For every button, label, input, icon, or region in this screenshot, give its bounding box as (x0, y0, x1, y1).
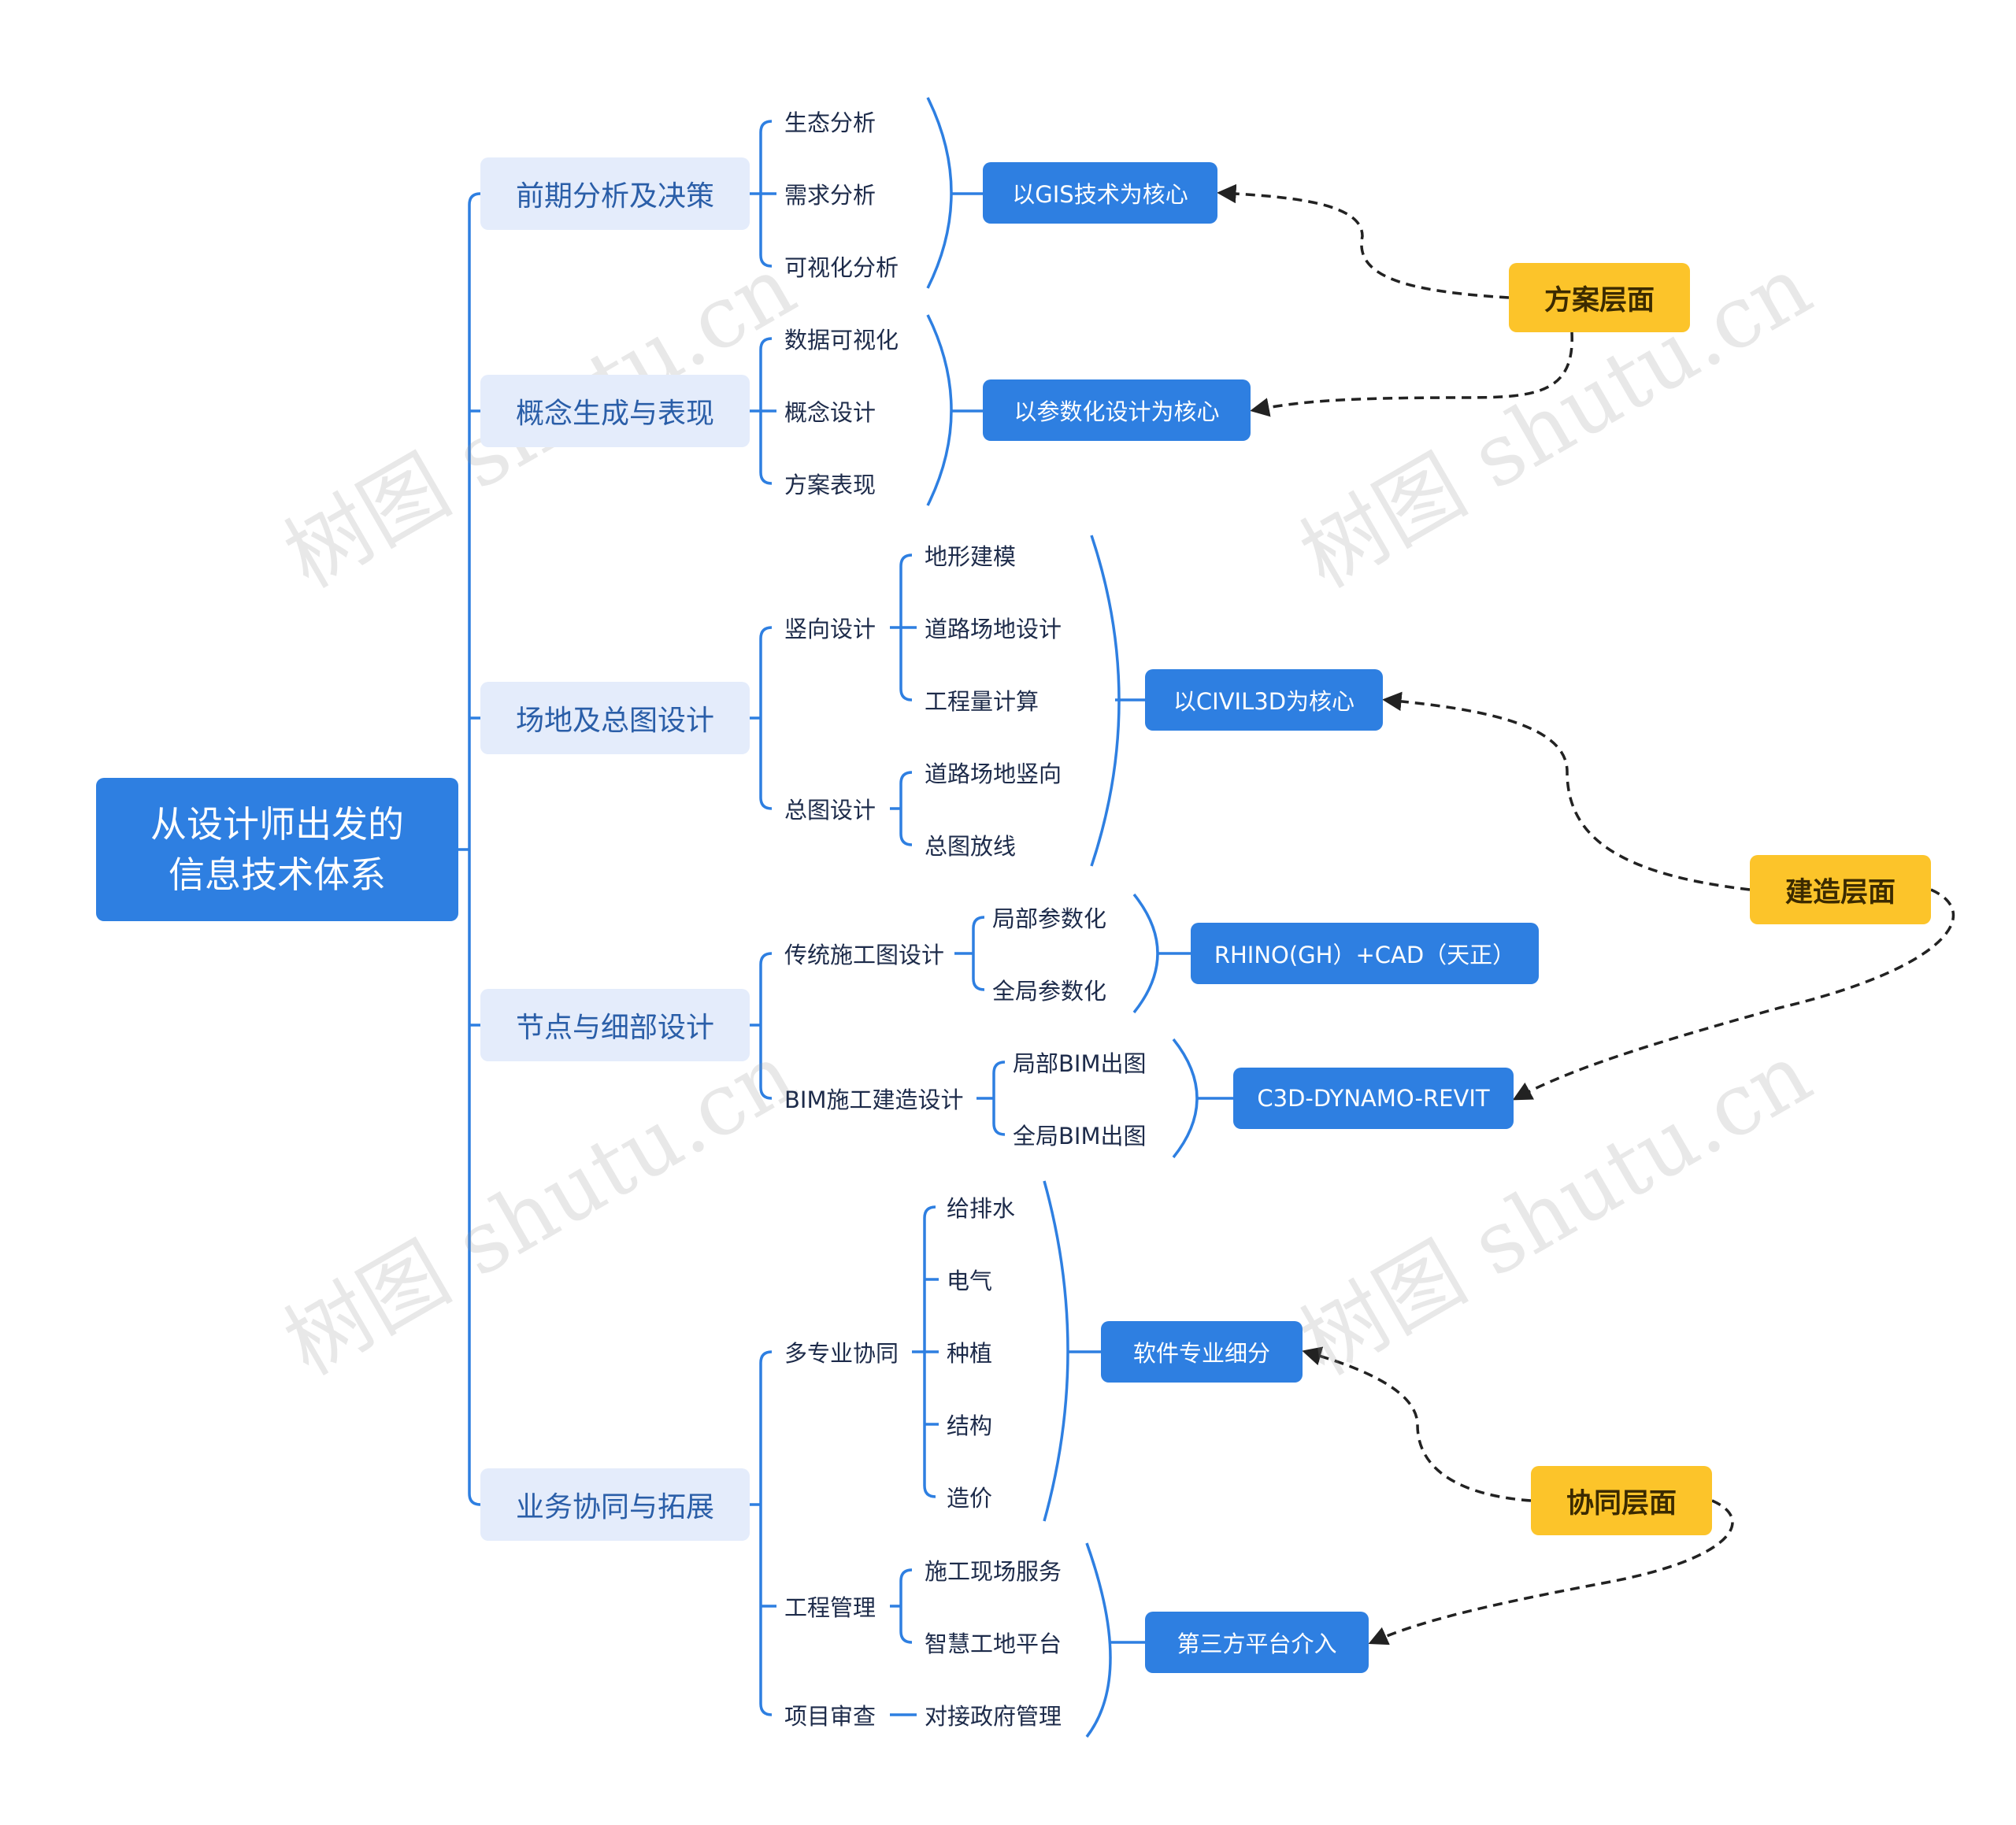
leaf-global-param[interactable]: 全局参数化 (992, 978, 1107, 1005)
leaf-local-param[interactable]: 局部参数化 (992, 905, 1107, 932)
b2g1-bracket-bar (899, 771, 913, 846)
leaf-scheme-present[interactable]: 方案表现 (784, 472, 876, 498)
leaf-water[interactable]: 给排水 (947, 1195, 1016, 1222)
group-vertical-design[interactable]: 竖向设计 (784, 616, 876, 642)
leaf-layout-stakeout[interactable]: 总图放线 (925, 833, 1017, 860)
branch-analysis[interactable]: 前期分析及决策 (480, 157, 750, 230)
group-bim-construction[interactable]: BIM施工建造设计 (784, 1086, 964, 1113)
rel-plan-param (1250, 331, 1573, 417)
summary-third-party[interactable]: 第三方平台介入 (1145, 1612, 1369, 1673)
group-project-review[interactable]: 项目审查 (784, 1703, 876, 1730)
summary-software[interactable]: 软件专业细分 (1101, 1321, 1303, 1383)
leaf-gov-mgmt[interactable]: 对接政府管理 (925, 1703, 1062, 1730)
leaf-planting[interactable]: 种植 (947, 1340, 993, 1367)
leaf-concept-design[interactable]: 概念设计 (784, 399, 876, 426)
b2-bracket-bar (759, 626, 773, 810)
rel-plan-gis (1217, 183, 1510, 299)
leaf-electric[interactable]: 电气 (947, 1268, 993, 1294)
leaf-road-site-vertical[interactable]: 道路场地竖向 (925, 761, 1062, 787)
tag-collab-level[interactable]: 协同层面 (1531, 1466, 1712, 1535)
leaf-cost[interactable]: 造价 (947, 1485, 993, 1512)
leaf-data-visual[interactable]: 数据可视化 (784, 327, 899, 354)
root-node[interactable]: 从设计师出发的 信息技术体系 (96, 778, 458, 921)
leaf-smart-site[interactable]: 智慧工地平台 (925, 1631, 1062, 1657)
leaf-structure[interactable]: 结构 (947, 1412, 993, 1439)
leaf-road-site-design[interactable]: 道路场地设计 (925, 616, 1062, 642)
leaf-terrain-model[interactable]: 地形建模 (925, 543, 1017, 570)
b3g1-bracket-bar (992, 1061, 1006, 1136)
b4g1-bracket-bar (899, 1568, 913, 1644)
group-multidiscipline[interactable]: 多专业协同 (784, 1340, 899, 1367)
summary-c3d-dynamo[interactable]: C3D-DYNAMO-REVIT (1233, 1068, 1514, 1129)
rel-build-c3d (1512, 888, 1955, 1101)
group-project-mgmt[interactable]: 工程管理 (784, 1594, 876, 1621)
leaf-demand-analysis[interactable]: 需求分析 (784, 182, 876, 209)
branch-detail[interactable]: 节点与细部设计 (480, 989, 750, 1061)
rel-collab-third (1368, 1499, 1734, 1645)
tag-plan-level[interactable]: 方案层面 (1509, 263, 1690, 332)
b4g0-brace (1043, 1180, 1069, 1522)
b1-brace (926, 314, 953, 506)
summary-civil3d[interactable]: 以CIVIL3D为核心 (1145, 669, 1383, 731)
tag-build-level[interactable]: 建造层面 (1750, 855, 1931, 924)
branch-site[interactable]: 场地及总图设计 (480, 682, 750, 754)
b4-mgmt-brace (1085, 1542, 1112, 1738)
root-bracket-bar (468, 192, 481, 1506)
branch-concept[interactable]: 概念生成与表现 (480, 375, 750, 447)
b3g1-brace (1172, 1038, 1199, 1159)
leaf-global-bim[interactable]: 全局BIM出图 (1013, 1123, 1147, 1149)
b2-brace (1090, 535, 1121, 867)
branch-collab[interactable]: 业务协同与拓展 (480, 1468, 750, 1541)
root-line-1: 从设计师出发的 (150, 803, 404, 846)
leaf-quantity-calc[interactable]: 工程量计算 (925, 688, 1040, 715)
root-line-2: 信息技术体系 (169, 853, 386, 896)
b3g0-brace (1132, 893, 1159, 1014)
group-master-plan[interactable]: 总图设计 (784, 797, 876, 824)
leaf-eco-analysis[interactable]: 生态分析 (784, 109, 876, 136)
group-traditional-drawing[interactable]: 传统施工图设计 (784, 942, 945, 968)
summary-gis[interactable]: 以GIS技术为核心 (983, 162, 1217, 224)
b0-brace (926, 97, 953, 289)
summary-param[interactable]: 以参数化设计为核心 (983, 379, 1251, 441)
b3-bracket-bar (759, 952, 773, 1100)
b3g0-bracket-bar (972, 916, 985, 991)
summary-rhino-cad[interactable]: RHINO(GH）+CAD（天正） (1191, 923, 1539, 984)
b4-bracket-bar (759, 1350, 773, 1716)
rel-collab-software (1302, 1346, 1532, 1502)
leaf-visual-analysis[interactable]: 可视化分析 (784, 254, 899, 281)
leaf-site-service[interactable]: 施工现场服务 (925, 1558, 1062, 1585)
rel-build-civil (1382, 691, 1751, 891)
leaf-local-bim[interactable]: 局部BIM出图 (1013, 1050, 1147, 1077)
